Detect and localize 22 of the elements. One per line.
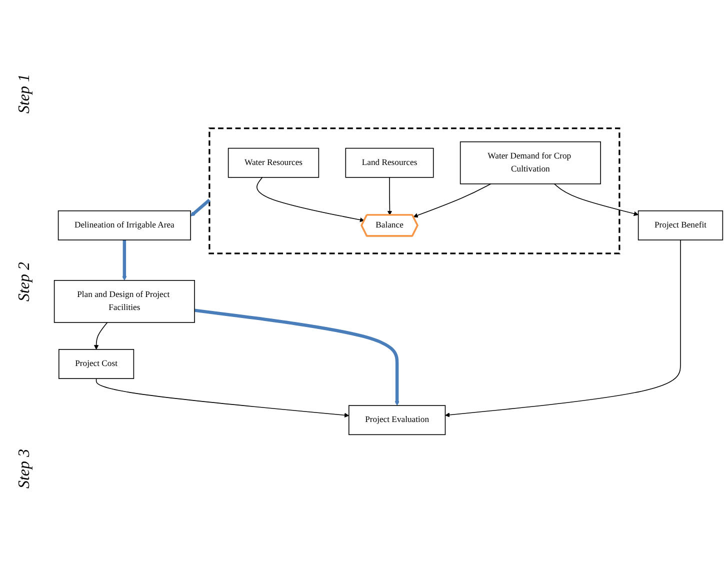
node-box: Water Demand for Crop Cultivation <box>460 141 601 184</box>
step-label: Step 1 <box>16 74 34 114</box>
arrow <box>96 378 350 418</box>
arrow <box>387 177 392 216</box>
arrow <box>256 177 364 222</box>
arrow <box>554 183 639 216</box>
node-box: Project Cost <box>58 349 134 379</box>
node-box: Land Resources <box>345 148 434 178</box>
arrow <box>445 240 681 418</box>
node-box: Project Benefit <box>638 210 724 240</box>
cluster <box>208 128 620 254</box>
node-box: Project Evaluation <box>348 405 446 436</box>
step-label: Step 3 <box>16 449 34 489</box>
node-box: Delineation of Irrigable Area <box>58 210 191 240</box>
node-box: Plan and Design of Project Facilities <box>54 280 195 323</box>
arrow <box>190 198 210 216</box>
arrow <box>413 183 492 218</box>
arrow <box>122 240 127 281</box>
arrow <box>194 308 400 406</box>
arrow <box>94 322 108 350</box>
node-box: Water Resources <box>228 148 320 178</box>
step-label: Step 2 <box>16 262 34 302</box>
